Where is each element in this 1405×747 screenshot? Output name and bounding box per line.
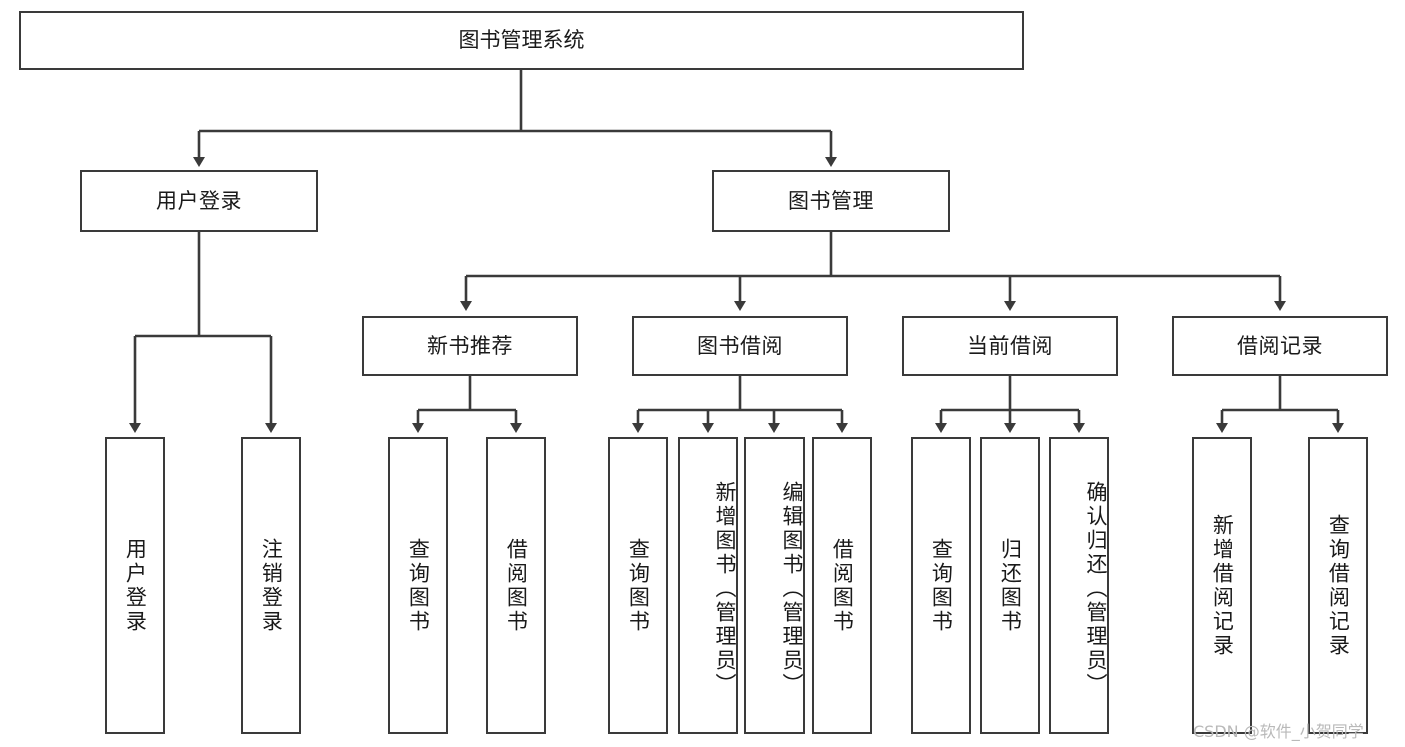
leaf-borrow-book[interactable]: 借阅图书 (812, 437, 872, 734)
node-label: 注销登录 (259, 537, 284, 634)
node-label: 查询借阅记录 (1326, 513, 1351, 658)
node-label: 归还图书 (998, 537, 1023, 634)
node-label: 新增借阅记录 (1210, 513, 1235, 658)
node-label: 用户登录 (123, 537, 148, 634)
leaf-edit-book-admin[interactable]: 编辑图书（管理员） (744, 437, 805, 734)
node-label: 查询图书 (929, 537, 954, 634)
node-label: 编辑图书（管理员） (780, 480, 804, 697)
node-label: 借阅图书 (830, 537, 855, 634)
node-label: 新增图书（管理员） (713, 480, 737, 697)
node-label: 查询图书 (406, 537, 431, 634)
node-label: 图书管理 (788, 188, 874, 213)
node-root-system[interactable]: 图书管理系统 (19, 11, 1024, 70)
node-label: 借阅记录 (1237, 333, 1323, 358)
node-label: 图书借阅 (697, 333, 783, 358)
leaf-user-login[interactable]: 用户登录 (105, 437, 165, 734)
node-label: 当前借阅 (967, 333, 1053, 358)
leaf-query-book-newbook[interactable]: 查询图书 (388, 437, 448, 734)
leaf-logout[interactable]: 注销登录 (241, 437, 301, 734)
leaf-add-borrow-record[interactable]: 新增借阅记录 (1192, 437, 1252, 734)
node-label: 图书管理系统 (458, 28, 585, 53)
leaf-query-borrow-record[interactable]: 查询借阅记录 (1308, 437, 1368, 734)
csdn-watermark: CSDN @软件_小贺同学 (1193, 722, 1364, 741)
node-label: 新书推荐 (427, 333, 513, 358)
leaf-query-book-borrow[interactable]: 查询图书 (608, 437, 668, 734)
leaf-confirm-return-admin[interactable]: 确认归还（管理员） (1049, 437, 1109, 734)
node-current-borrow[interactable]: 当前借阅 (902, 316, 1118, 376)
node-label: 查询图书 (626, 537, 651, 634)
leaf-add-book-admin[interactable]: 新增图书（管理员） (678, 437, 738, 734)
node-borrow-record[interactable]: 借阅记录 (1172, 316, 1388, 376)
node-book-borrow[interactable]: 图书借阅 (632, 316, 848, 376)
leaf-borrow-book-newbook[interactable]: 借阅图书 (486, 437, 546, 734)
node-book-management[interactable]: 图书管理 (712, 170, 950, 232)
node-label: 确认归还（管理员） (1084, 480, 1108, 697)
node-label: 用户登录 (156, 188, 242, 213)
leaf-return-book[interactable]: 归还图书 (980, 437, 1040, 734)
node-new-book-recommend[interactable]: 新书推荐 (362, 316, 578, 376)
node-label: 借阅图书 (504, 537, 529, 634)
leaf-query-book-current[interactable]: 查询图书 (911, 437, 971, 734)
node-user-login[interactable]: 用户登录 (80, 170, 318, 232)
